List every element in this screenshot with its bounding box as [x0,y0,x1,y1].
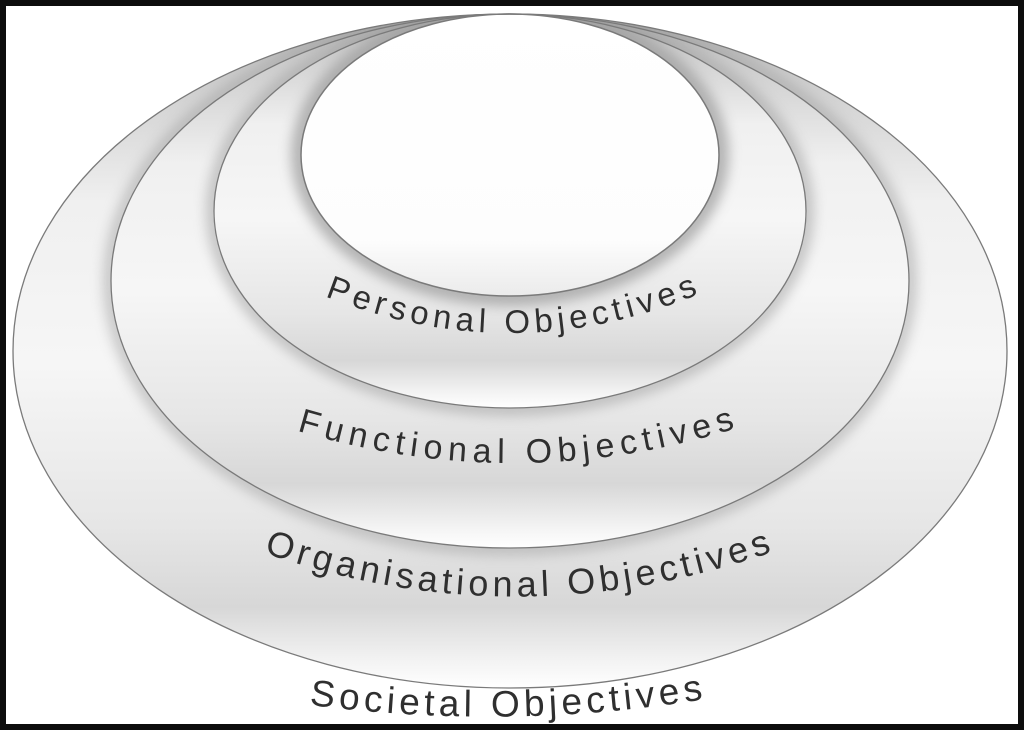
ring-outlines-group [12,13,1008,689]
outline-opening [300,13,720,297]
ellipse-opening [301,14,719,296]
